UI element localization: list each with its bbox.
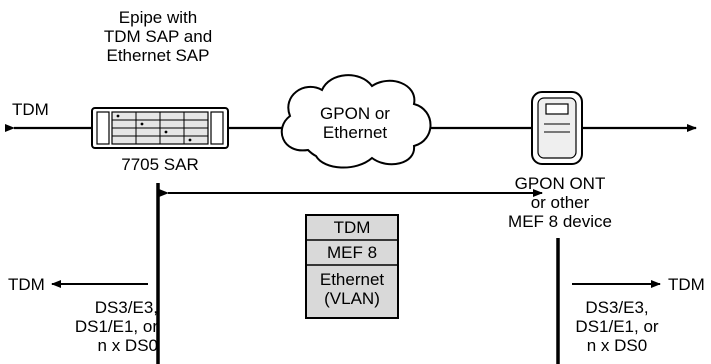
- left-tdm-label: TDM: [12, 100, 49, 119]
- lower-right-tdm-label: TDM: [668, 275, 705, 294]
- ont-label: GPON ONT or other MEF 8 device: [508, 174, 612, 231]
- epipe-label: Epipe with TDM SAP and Ethernet SAP: [103, 8, 213, 65]
- stack-layer-tdm: TDM: [333, 218, 371, 237]
- protocol-stack: [305, 214, 399, 319]
- lower-left-tdm-label: TDM: [8, 275, 45, 294]
- sar-router-icon: [91, 107, 229, 149]
- stack-layer-ethernet: Ethernet (VLAN): [319, 270, 385, 308]
- sar-label: 7705 SAR: [121, 155, 199, 174]
- lower-left-interfaces: DS3/E3, DS1/E1, or n x DS0: [74, 298, 158, 355]
- network-cloud-icon: [280, 74, 432, 169]
- stack-layer-mef8: MEF 8: [326, 243, 378, 262]
- cloud-label: GPON or Ethernet: [320, 104, 390, 142]
- lower-right-interfaces: DS3/E3, DS1/E1, or n x DS0: [575, 298, 659, 355]
- gpon-ont-device-icon: [531, 91, 583, 165]
